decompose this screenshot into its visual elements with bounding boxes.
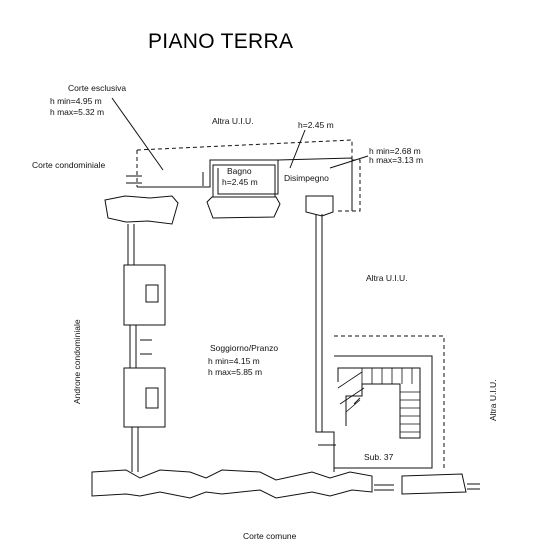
stair-tick bbox=[353, 397, 361, 405]
h-disimpegno-label: h=2.45 m bbox=[298, 120, 334, 130]
disimpegno-dashed-outline bbox=[336, 159, 361, 212]
disimpegno-wall bbox=[305, 195, 334, 217]
bagno-label: Bagno bbox=[227, 166, 252, 176]
west-wall-upper bbox=[127, 224, 135, 265]
stair-dashed bbox=[334, 335, 445, 468]
soggiorno-label: Soggiorno/Pranzo bbox=[210, 343, 279, 353]
corte-esclusiva-label: Corte esclusiva bbox=[68, 83, 127, 93]
altra-uiu-right-label: Altra U.I.U. bbox=[488, 379, 498, 421]
north-wall bbox=[137, 157, 353, 211]
south-east-wall bbox=[401, 473, 467, 495]
h-leader bbox=[289, 129, 306, 169]
staircase bbox=[337, 367, 421, 439]
disimpegno-hmax-label: h max=3.13 m bbox=[369, 155, 424, 165]
altra-uiu-top-label: Altra U.I.U. bbox=[212, 116, 254, 126]
west-pier-1 bbox=[123, 264, 166, 326]
page-title: PIANO TERRA bbox=[148, 30, 294, 53]
east-wall bbox=[315, 214, 335, 472]
bagno-height-label: h=2.45 m bbox=[222, 177, 258, 187]
west-wall-lower bbox=[131, 427, 139, 472]
west-wall-mid bbox=[129, 325, 137, 368]
disimpegno-leader bbox=[329, 155, 369, 169]
corte-esclusiva-hmin-label: h min=4.95 m bbox=[50, 96, 102, 106]
west-pier-2 bbox=[123, 367, 166, 428]
corte-condominiale-label: Corte condominiale bbox=[32, 160, 106, 170]
south-wall bbox=[91, 469, 373, 499]
androne-condominiale-label: Androne condominiale bbox=[72, 319, 82, 404]
corte-esclusiva-boundary bbox=[136, 139, 353, 187]
corte-esclusiva-hmax-label: h max=5.32 m bbox=[50, 107, 105, 117]
soggiorno-hmin-label: h min=4.15 m bbox=[208, 356, 260, 366]
stair-treads bbox=[337, 368, 420, 433]
disimpegno-label: Disimpegno bbox=[284, 173, 329, 183]
top-left-wall bbox=[104, 195, 179, 225]
altra-uiu-mid-label: Altra U.I.U. bbox=[366, 273, 408, 283]
sub-label: Sub. 37 bbox=[364, 452, 394, 462]
disimpegno-hmin-label: h min=2.68 m bbox=[369, 146, 421, 156]
corte-comune-label: Corte comune bbox=[243, 531, 297, 541]
soggiorno-hmax-label: h max=5.85 m bbox=[208, 367, 263, 377]
stair-enclosure bbox=[334, 355, 433, 469]
top-middle-wall bbox=[206, 196, 281, 219]
corte-esclusiva-leader bbox=[111, 97, 164, 171]
